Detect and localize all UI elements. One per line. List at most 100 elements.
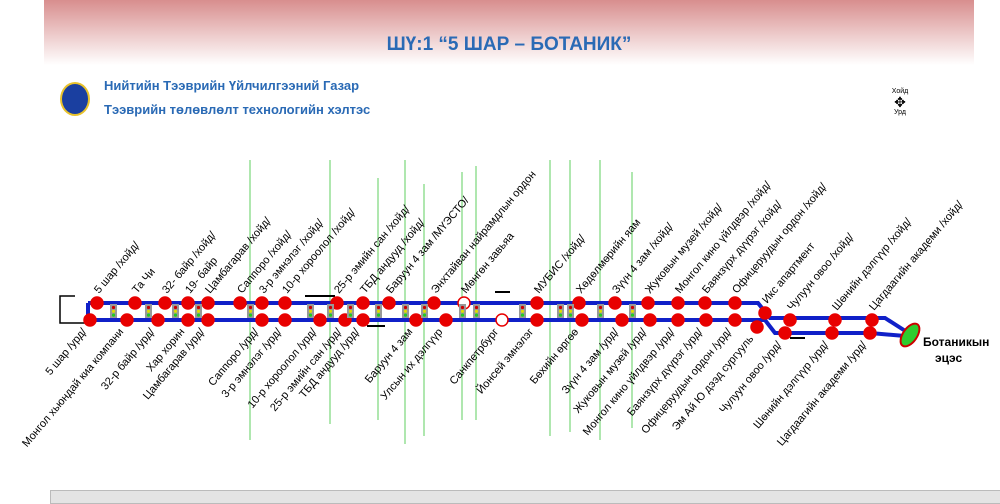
bus-stop: [865, 313, 879, 327]
bus-stop: [83, 313, 97, 327]
traffic-light-lamp: [474, 305, 479, 310]
bus-stop: [356, 296, 370, 310]
bus-stop: [201, 313, 215, 327]
traffic-light-lamp: [460, 309, 465, 313]
traffic-light-lamp: [422, 313, 427, 317]
traffic-light-lamp: [328, 309, 333, 313]
bus-stop: [181, 296, 195, 310]
traffic-light-lamp: [173, 305, 178, 310]
page-title: ШҮ:1 “5 ШАР – БОТАНИК”: [386, 34, 632, 55]
traffic-light-lamp: [328, 313, 333, 317]
traffic-light-lamp: [376, 309, 381, 313]
bus-stop: [427, 296, 441, 310]
bus-stop: [778, 326, 792, 340]
traffic-light-lamp: [248, 305, 253, 310]
bus-stop: [233, 296, 247, 310]
traffic-light-lamp: [348, 313, 353, 317]
traffic-light-lamp: [630, 313, 635, 317]
bus-stop: [643, 313, 657, 327]
traffic-light-lamp: [308, 305, 313, 310]
traffic-light-lamp: [308, 313, 313, 317]
traffic-light-lamp: [422, 305, 427, 310]
traffic-light-lamp: [328, 305, 333, 310]
bus-stop: [201, 296, 215, 310]
bus-stop: [409, 313, 423, 327]
bus-stop: [863, 326, 877, 340]
bus-stop: [278, 296, 292, 310]
traffic-light-lamp: [146, 313, 151, 317]
traffic-light-lamp: [196, 313, 201, 317]
traffic-light-lamp: [630, 309, 635, 313]
stop-label: Хөдөлмөрийн яам: [574, 217, 643, 296]
org-name: Нийтийн Тээврийн Үйлчилгээний Газар: [104, 78, 360, 93]
traffic-light-lamp: [568, 313, 573, 317]
traffic-light-lamp: [173, 309, 178, 313]
terminal-marker: [899, 322, 921, 348]
bus-stop: [90, 296, 104, 310]
traffic-light-lamp: [146, 305, 151, 310]
bus-stop: [495, 313, 509, 327]
traffic-light-lamp: [598, 305, 603, 310]
bus-stop: [828, 313, 842, 327]
traffic-light-lamp: [568, 305, 573, 310]
traffic-light-lamp: [348, 309, 353, 313]
bus-stop: [575, 313, 589, 327]
compass-arrows-icon: ✥: [894, 94, 906, 110]
bus-stop: [356, 313, 370, 327]
bus-stop: [128, 296, 142, 310]
bus-stop: [530, 313, 544, 327]
stop-label: Зүүн 4 зам /хойд/: [610, 220, 676, 296]
bus-stop: [255, 296, 269, 310]
footer-panel: [50, 490, 1000, 504]
traffic-light-lamp: [558, 313, 563, 317]
stop-label: 32-р байр /урд/: [99, 326, 158, 393]
traffic-light-lamp: [474, 309, 479, 313]
bus-stop: [255, 313, 269, 327]
bus-stop: [151, 313, 165, 327]
bus-stop: [572, 296, 586, 310]
traffic-light-lamp: [196, 305, 201, 310]
traffic-light-lamp: [111, 313, 116, 317]
traffic-light-lamp: [422, 309, 427, 313]
traffic-light-lamp: [403, 305, 408, 310]
bus-stop: [750, 320, 764, 334]
bus-stop: [181, 313, 195, 327]
stop-label: Та Чи: [130, 266, 158, 296]
compass: Хойд✥Урд: [880, 88, 920, 116]
traffic-light-lamp: [474, 313, 479, 317]
bus-stop: [825, 326, 839, 340]
bus-stop: [698, 296, 712, 310]
traffic-light-lamp: [568, 309, 573, 313]
bus-stop: [382, 296, 396, 310]
traffic-light-lamp: [146, 309, 151, 313]
traffic-light-lamp: [376, 313, 381, 317]
compass-north: Хойд: [891, 88, 909, 95]
header-banner: ШҮ:1 “5 ШАР – БОТАНИК”: [44, 0, 974, 65]
terminal-label: Ботаникын: [923, 335, 989, 349]
bus-stop: [313, 313, 327, 327]
traffic-light-lamp: [111, 309, 116, 313]
turnaround-arrow: [59, 295, 85, 324]
traffic-light-lamp: [520, 313, 525, 317]
traffic-light-lamp: [460, 313, 465, 317]
dept-name: Тээврийн төлөвлөлт технологийн хэлтэс: [104, 102, 371, 117]
traffic-light-lamp: [520, 305, 525, 310]
traffic-light-lamp: [248, 313, 253, 317]
traffic-light-lamp: [558, 305, 563, 310]
traffic-light-lamp: [460, 305, 465, 310]
traffic-light-lamp: [598, 309, 603, 313]
traffic-light-lamp: [196, 309, 201, 313]
bus-stop: [728, 313, 742, 327]
bus-stop: [641, 296, 655, 310]
traffic-light-lamp: [376, 305, 381, 310]
stop-label: Мөнгөн завьяа: [459, 230, 517, 296]
compass-south: Урд: [894, 109, 906, 116]
bus-stop: [278, 313, 292, 327]
traffic-light-lamp: [111, 305, 116, 310]
bus-stop: [699, 313, 713, 327]
bus-stop: [615, 313, 629, 327]
traffic-light-lamp: [403, 309, 408, 313]
bus-stop: [158, 296, 172, 310]
traffic-light-lamp: [558, 309, 563, 313]
